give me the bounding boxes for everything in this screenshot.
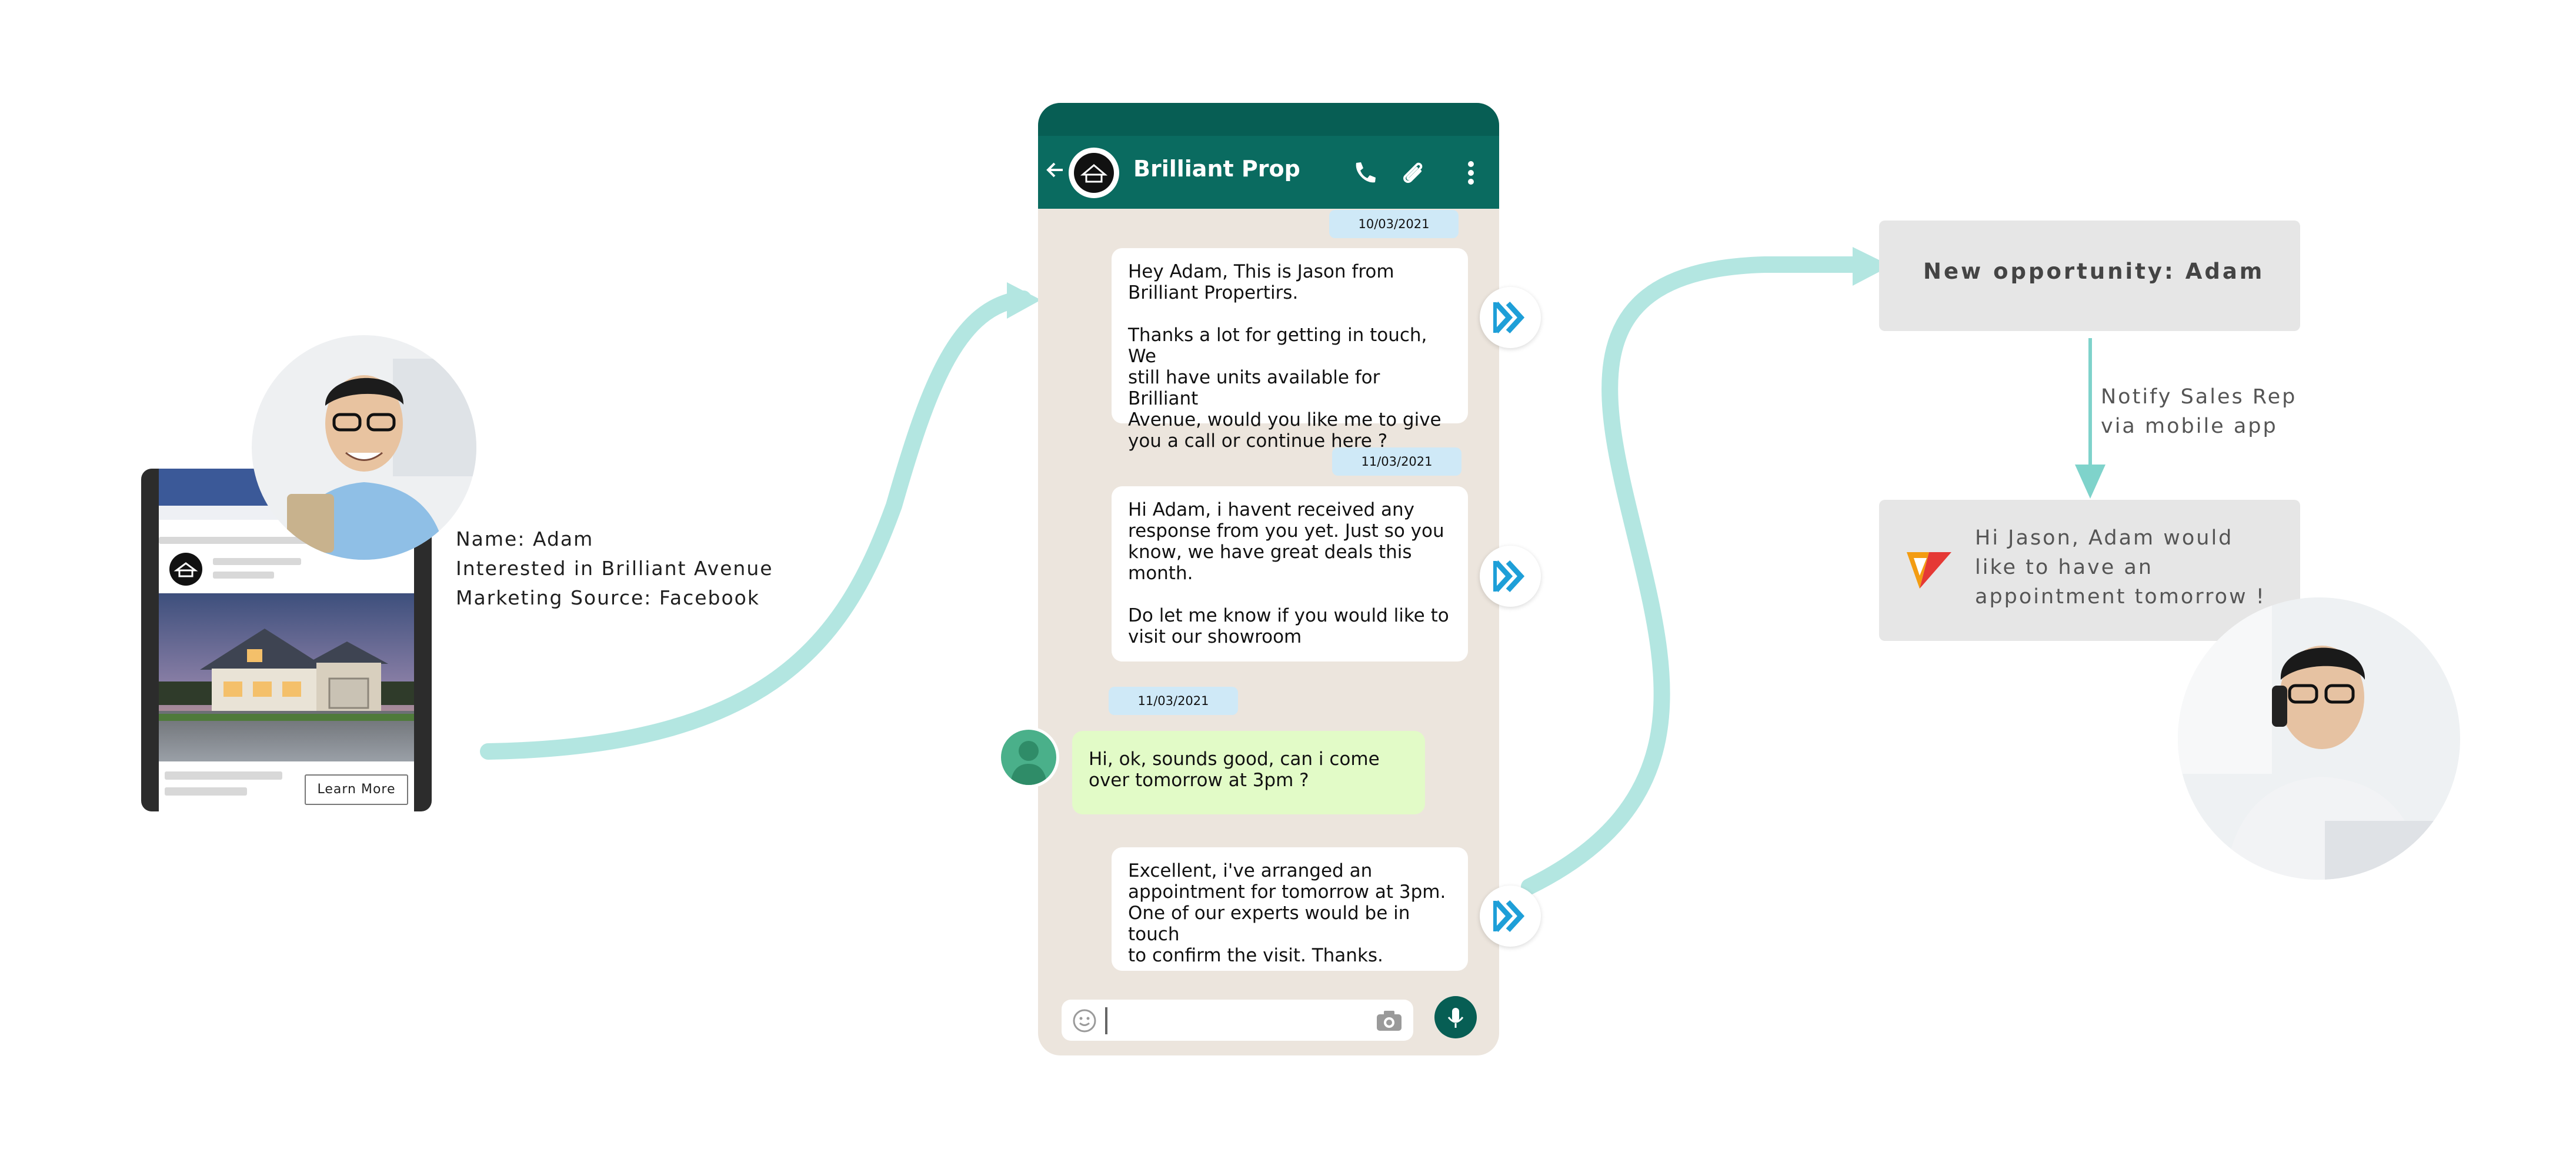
date-pill: 10/03/2021 — [1329, 210, 1459, 238]
phone-call-icon[interactable] — [1351, 159, 1378, 189]
notification-text: Hi Jason, Adam would like to have an app… — [1975, 526, 2266, 609]
lead-name: Name: Adam — [456, 527, 594, 550]
notify-line-2: via mobile app — [2101, 415, 2278, 438]
app-logo-icon — [1906, 550, 1953, 593]
outgoing-message-bubble: Excellent, i've arranged an appointment … — [1112, 847, 1468, 971]
ad-caption-placeholder — [165, 771, 282, 780]
opportunity-title: New opportunity: Adam — [1923, 259, 2265, 284]
date-pill: 11/03/2021 — [1332, 447, 1461, 476]
camera-icon[interactable] — [1376, 1010, 1403, 1034]
new-opportunity-card — [1879, 220, 2300, 331]
more-options-icon[interactable] — [1466, 159, 1476, 189]
automation-forward-icon — [1480, 886, 1541, 947]
incoming-message-bubble: Hi, ok, sounds good, can i come over tom… — [1072, 731, 1425, 814]
contact-name: Brilliant Prop — [1133, 156, 1300, 182]
brand-logo-icon — [169, 553, 202, 586]
contact-avatar[interactable] — [1069, 148, 1119, 198]
whatsapp-chat-window: Brilliant Prop 10/03/2021 Hey Adam, This… — [1038, 103, 1499, 1055]
microphone-icon — [1447, 1008, 1464, 1028]
message-text: Hey Adam, This is Jason from Brilliant P… — [1128, 261, 1442, 452]
ad-caption-placeholder-2 — [165, 787, 247, 796]
back-arrow-icon[interactable] — [1045, 158, 1066, 182]
automation-forward-icon — [1480, 546, 1541, 607]
automation-forward-icon — [1480, 287, 1541, 348]
microphone-button[interactable] — [1434, 996, 1477, 1038]
message-text: Excellent, i've arranged an appointment … — [1128, 860, 1446, 966]
mobile-notification-card — [1879, 500, 2300, 641]
status-bar — [1038, 103, 1499, 136]
lead-interest: Interested in Brilliant Avenue — [456, 557, 773, 580]
learn-more-button[interactable]: Learn More — [305, 774, 408, 805]
connector-ad-to-chat — [480, 290, 1032, 760]
house-photo — [159, 593, 414, 761]
post-author-placeholder — [213, 558, 301, 565]
connector-arrowhead-crm — [1853, 247, 1891, 286]
message-text: Hi Adam, i havent received any response … — [1128, 499, 1449, 647]
emoji-icon[interactable] — [1072, 1008, 1097, 1035]
post-date-placeholder — [213, 572, 274, 579]
connector-chat-to-crm — [1521, 256, 1867, 895]
jason-avatar — [2178, 597, 2460, 880]
lead-details: Name: Adam Interested in Brilliant Avenu… — [456, 524, 773, 613]
lead-source: Marketing Source: Facebook — [456, 586, 760, 609]
notify-line-1: Notify Sales Rep — [2101, 385, 2297, 409]
adam-avatar — [252, 335, 476, 560]
date-pill: 11/03/2021 — [1109, 687, 1238, 715]
user-avatar-icon — [998, 727, 1059, 788]
outgoing-message-bubble: Hey Adam, This is Jason from Brilliant P… — [1112, 248, 1468, 452]
message-input[interactable] — [1062, 1000, 1413, 1041]
text-cursor — [1105, 1007, 1107, 1034]
notify-arrowhead — [2075, 465, 2105, 499]
connector-arrowhead-chat — [1007, 282, 1041, 319]
outgoing-message-bubble: Hi Adam, i havent received any response … — [1112, 486, 1468, 662]
paperclip-icon[interactable] — [1399, 158, 1427, 190]
message-text: Hi, ok, sounds good, can i come over tom… — [1089, 749, 1380, 791]
notify-label: Notify Sales Rep via mobile app — [2101, 382, 2297, 441]
